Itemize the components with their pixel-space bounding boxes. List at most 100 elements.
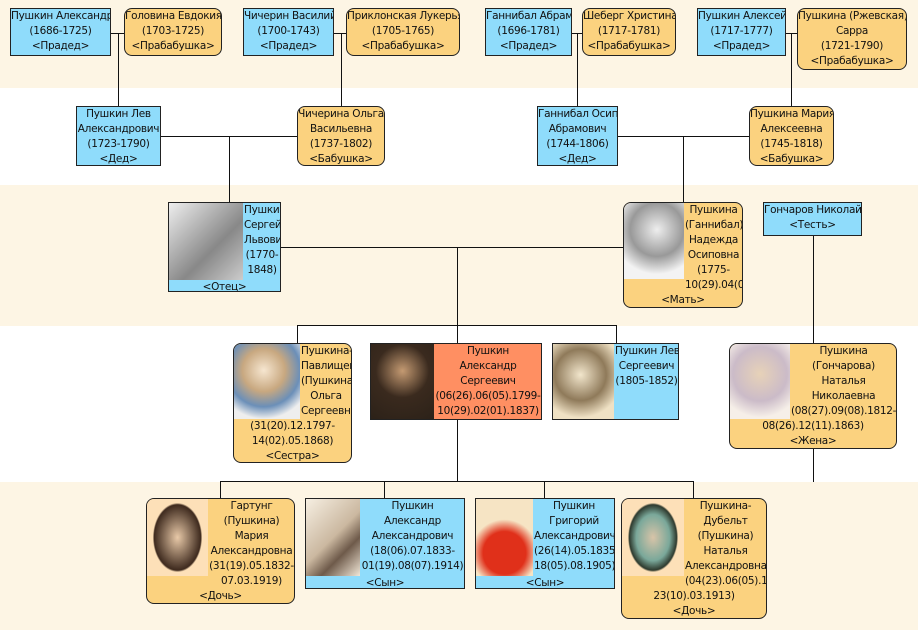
portrait-photo <box>730 344 790 419</box>
person-detail: Александрович <box>77 123 160 135</box>
person-detail: Дубельт <box>703 515 748 527</box>
person-name: Пушкин Лев <box>86 108 151 120</box>
relation-label: <Прадед> <box>712 40 771 52</box>
person-card-p3[interactable]: Чичерин Василий(1700-1743)<Прадед> <box>243 8 334 56</box>
person-card-s1[interactable]: Пушкина-Павлищева(Пушкина)ОльгаСергеевна… <box>233 343 352 463</box>
person-detail: Васильевна <box>309 123 373 135</box>
relation-label: <Бабушка> <box>309 153 373 165</box>
person-name: Пушкин <box>244 204 280 216</box>
relation-label: <Жена> <box>789 435 837 447</box>
person-detail: Львович <box>244 234 280 246</box>
person-detail: 18(05).08.1905) <box>534 560 615 572</box>
person-detail: Мария <box>234 530 269 542</box>
person-card-p5[interactable]: Ганнибал Абрам (1696-1781) <Прадед> <box>485 8 572 56</box>
connector-line <box>281 247 623 248</box>
person-detail: 14(02).05.1868) <box>251 435 334 447</box>
person-detail: (Ганнибал) <box>685 219 743 231</box>
person-detail: Александрович <box>534 530 615 542</box>
person-detail: Павлищева <box>301 360 351 372</box>
person-detail: (1700-1743) <box>257 25 320 37</box>
person-detail: Сергеевич <box>618 360 675 372</box>
person-detail: (Пушкина) <box>301 375 352 387</box>
person-detail: (1696-1781) <box>497 25 560 37</box>
person-name: Чичерин Василий <box>244 10 334 22</box>
person-name: Пушкин Алексей <box>698 10 786 22</box>
connector-line <box>334 33 346 34</box>
person-detail: 08(26).12(11).1863) <box>762 420 864 432</box>
person-card-p7[interactable]: Пушкин Алексей (1717-1777) <Прадед> <box>697 8 786 56</box>
relation-label: <Сын> <box>525 577 565 589</box>
person-detail: (31(20).12.1797- <box>250 420 335 432</box>
person-name: Пушкина- <box>699 500 752 512</box>
person-name: Чичерина Ольга <box>298 108 384 120</box>
person-card-p6[interactable]: Шеберг Христина(1717-1781)<Прабабушка> <box>582 8 676 56</box>
relation-label: <Мать> <box>661 294 705 306</box>
person-name: Пушкин Александр <box>11 10 111 22</box>
connector-line <box>229 136 230 202</box>
connector-line <box>577 33 578 106</box>
person-name: Гартунг <box>230 500 273 512</box>
person-card-p4[interactable]: Приклонская Лукерья(1705-1765)<Прабабушк… <box>346 8 460 56</box>
person-detail: Григорий <box>549 515 599 527</box>
person-detail: (06(26).06(05).1799- <box>435 390 541 402</box>
person-detail: (1717-1781) <box>597 25 661 37</box>
person-detail: (04(23).06(05).1836- <box>685 575 767 587</box>
connector-line <box>813 449 814 482</box>
connector-line <box>341 33 342 106</box>
person-name: Ганнибал Абрам <box>486 10 572 22</box>
portrait-photo <box>622 499 684 576</box>
person-detail: (1705-1765) <box>371 25 435 37</box>
relation-label: <Дочь> <box>672 605 716 617</box>
person-detail: Ольга <box>310 390 342 402</box>
connector-line <box>297 325 298 343</box>
relation-label: <Прадед> <box>499 40 558 52</box>
person-detail: (1745-1818) <box>760 138 823 150</box>
person-card-p8[interactable]: Пушкина (Ржевская)Сарра(1721-1790)<Праба… <box>797 8 907 70</box>
connector-line <box>220 481 221 498</box>
person-detail: 1848) <box>247 264 277 276</box>
connector-line <box>384 481 385 498</box>
person-detail: (1775- <box>697 264 730 276</box>
connector-line <box>683 136 684 202</box>
person-detail: (1721-1790) <box>820 40 884 52</box>
person-card-f1[interactable]: ПушкинСергейЛьвович(1770-1848)<Отец> <box>168 202 281 292</box>
relation-label: <Сын> <box>365 577 405 589</box>
connector-line <box>544 481 545 498</box>
person-detail: Николаевна <box>811 390 876 402</box>
person-card-p2[interactable]: Головина Евдокия (1703-1725) <Прабабушка> <box>124 8 222 56</box>
relation-label: <Дед> <box>558 153 597 165</box>
relation-label: <Прабабушка> <box>587 40 671 52</box>
person-detail: (1703-1725) <box>141 25 205 37</box>
person-card-f3[interactable]: Гончаров Николай<Тесть> <box>763 202 862 236</box>
person-detail: (31(19).05.1832- <box>209 560 294 572</box>
person-detail: (1770- <box>245 249 279 261</box>
person-name: Пушкин <box>467 345 509 357</box>
person-detail: Осиповна <box>687 249 740 261</box>
connector-line <box>118 33 119 106</box>
person-detail: 10(29).04(03).1836) <box>685 279 742 291</box>
person-detail: (1723-1790) <box>87 138 150 150</box>
relation-label: <Прабабушка> <box>131 40 215 52</box>
person-name: Пушкина Мария <box>750 108 834 120</box>
connector-line <box>111 33 124 34</box>
connector-line <box>616 325 617 343</box>
person-detail: Надежда <box>688 234 739 246</box>
relation-label: <Прабабушка> <box>810 55 894 67</box>
person-detail: (1717-1777) <box>710 25 773 37</box>
person-card-p1[interactable]: Пушкин Александр(1686-1725)<Прадед> <box>10 8 111 56</box>
connector-line <box>297 325 617 326</box>
person-detail: Сергей <box>244 219 281 231</box>
person-name: Головина Евдокия <box>125 10 222 22</box>
